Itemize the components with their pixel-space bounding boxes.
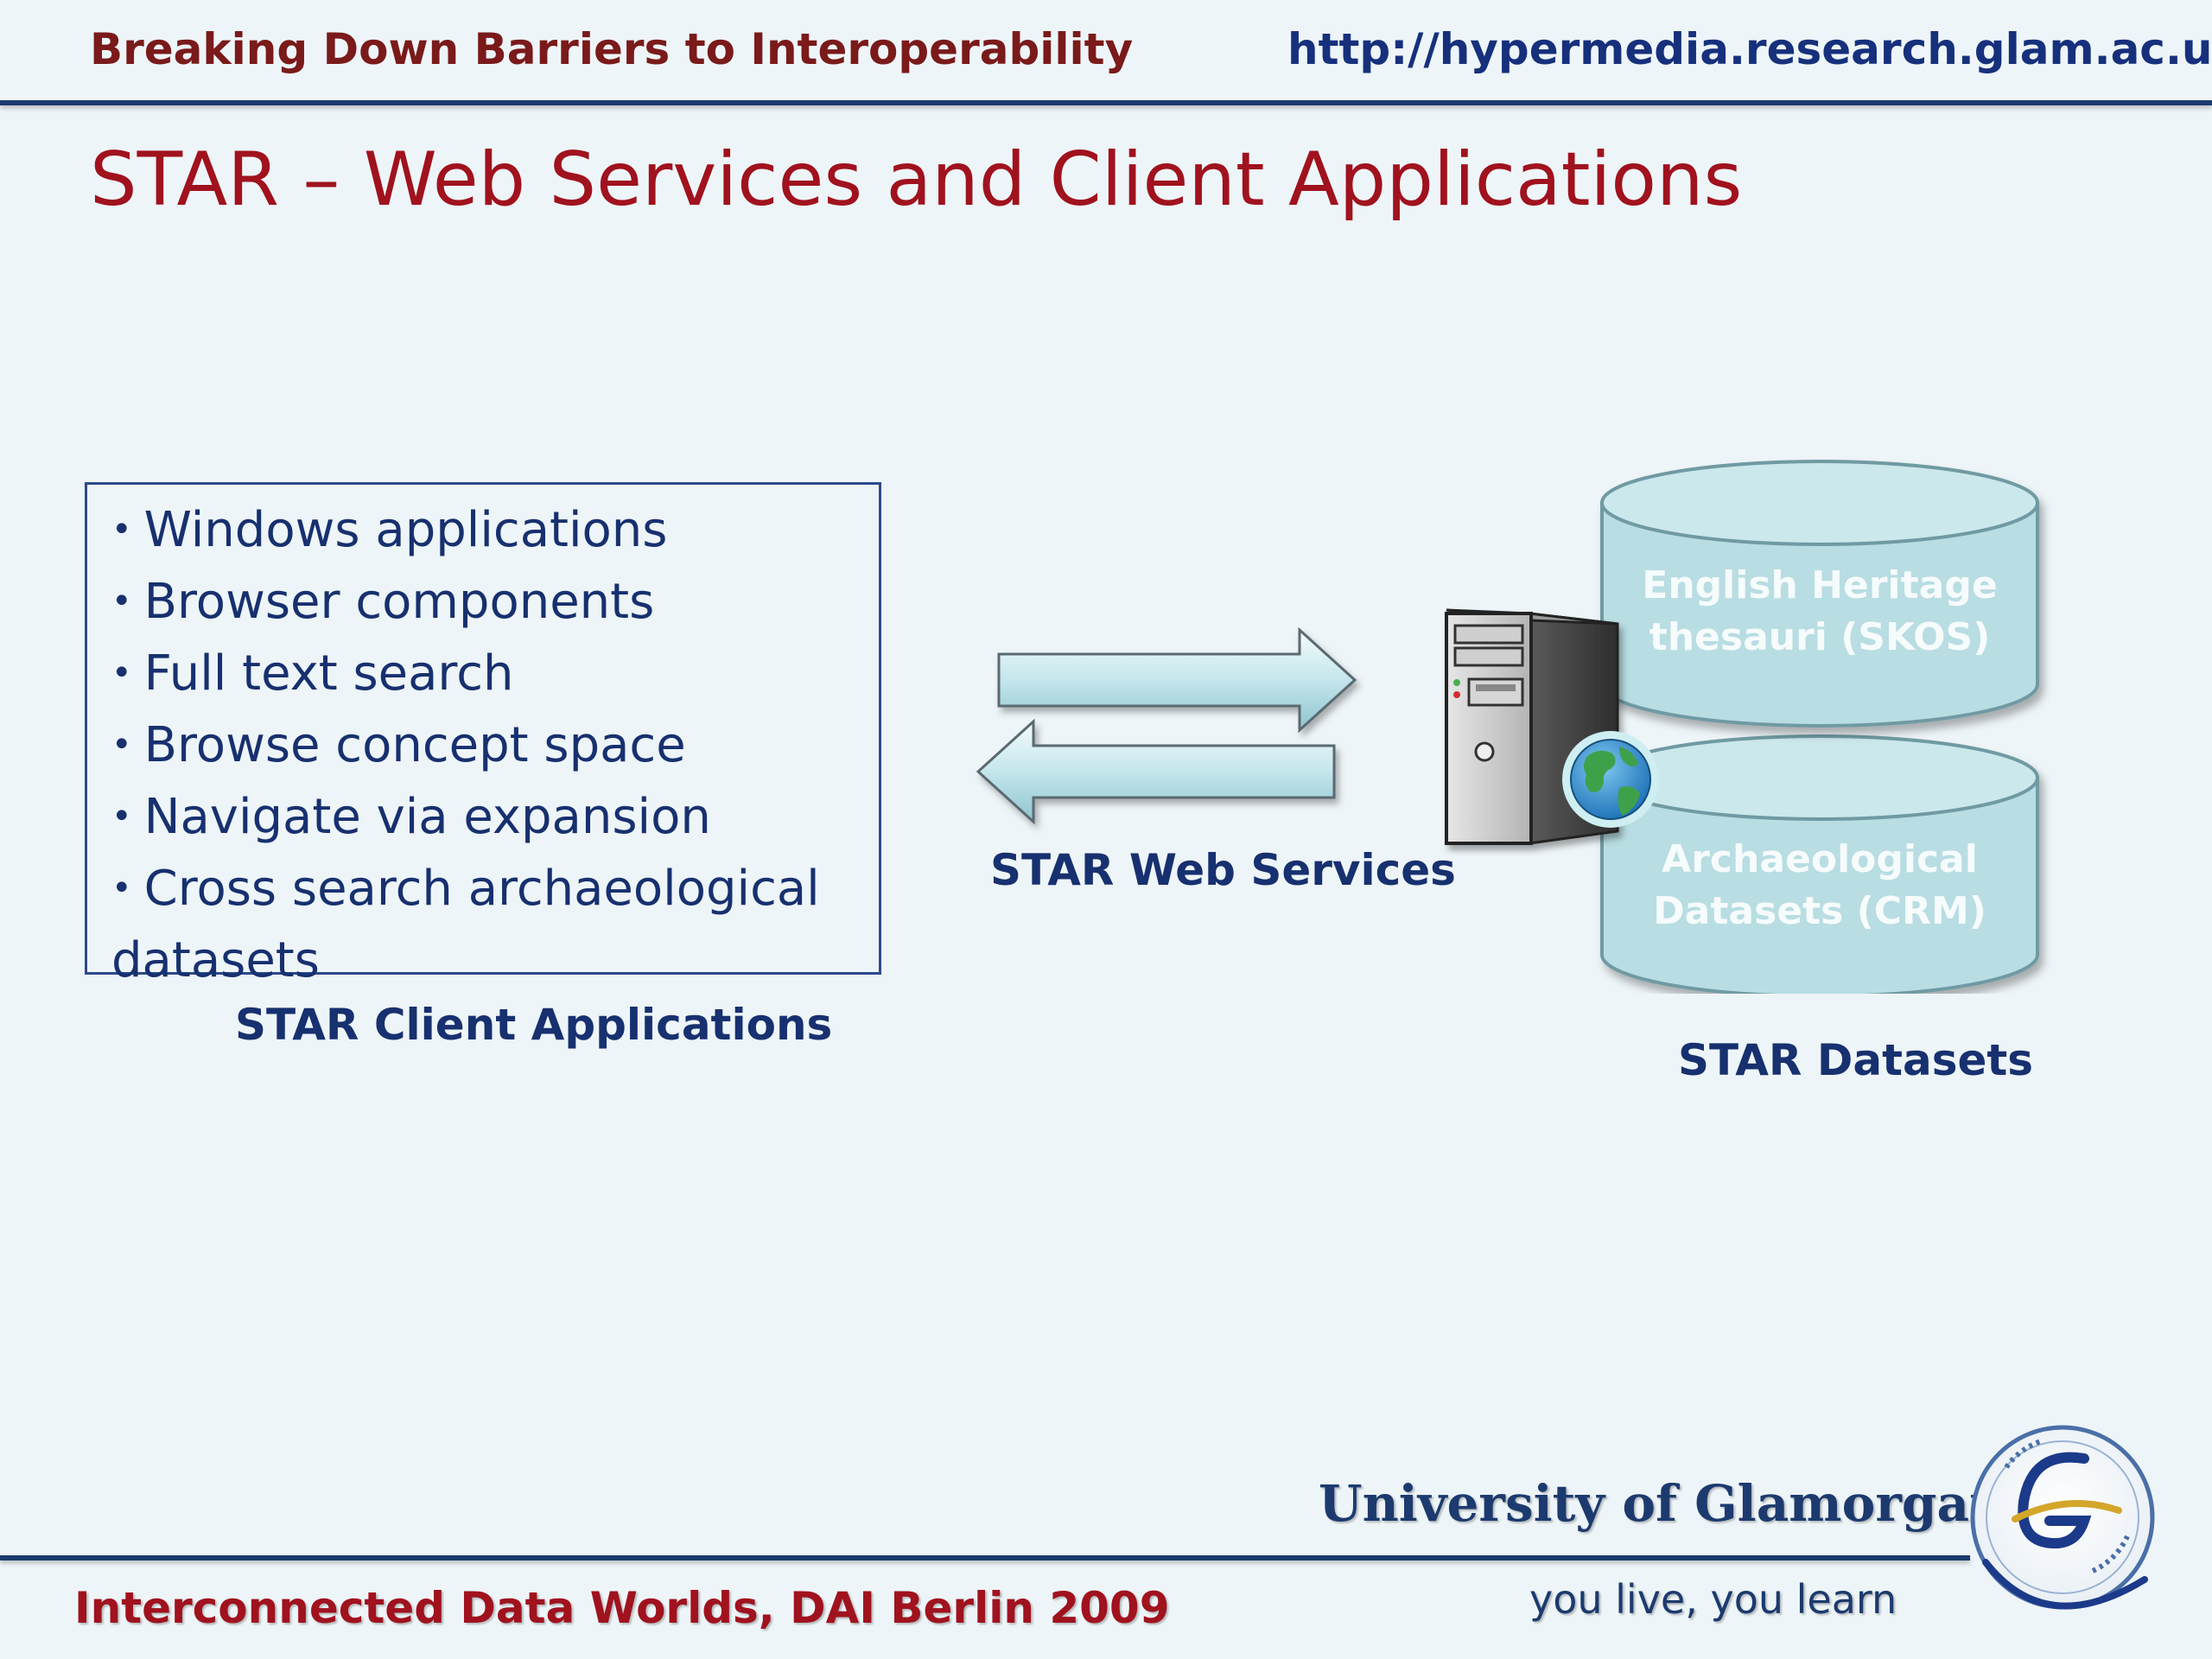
- web-services-label: STAR Web Services: [990, 845, 1456, 895]
- bullet-icon: •: [111, 582, 132, 621]
- bullet-icon: •: [111, 653, 132, 693]
- client-applications-box: •Windows applications •Browser component…: [85, 482, 881, 988]
- header-title: Breaking Down Barriers to Interoperabili…: [90, 24, 1134, 74]
- bullet-icon: •: [111, 725, 132, 765]
- datasets-cylinders: Archaeological Datasets (CRM) English He…: [1600, 460, 2039, 994]
- cylinder-label-line2: Datasets (CRM): [1653, 889, 1986, 933]
- bullet-icon: •: [111, 510, 132, 550]
- client-applications-label: STAR Client Applications: [235, 1000, 833, 1050]
- cylinder-label-line2: thesauri (SKOS): [1649, 615, 1991, 659]
- list-item: •Cross search archaeological datasets: [111, 861, 820, 988]
- bullet-icon: •: [111, 797, 132, 836]
- university-seal-logo: [1970, 1425, 2155, 1610]
- list-item: •Browse concept space: [111, 717, 686, 773]
- top-rule: [0, 100, 2212, 105]
- header-url: http://hypermedia.research.glam.ac.uk: [1287, 24, 2212, 74]
- datasets-label: STAR Datasets: [1678, 1035, 2034, 1085]
- list-item: •Browser components: [111, 574, 655, 630]
- cylinder-label-line1: English Heritage: [1642, 563, 1997, 607]
- list-item: •Navigate via expansion: [111, 789, 711, 845]
- university-tagline: you live, you learn: [1529, 1576, 1897, 1623]
- bottom-rule: [0, 1555, 1970, 1560]
- right-arrow-icon: [997, 626, 1357, 734]
- archaeological-datasets-cylinder: [1600, 734, 2039, 994]
- globe-icon: [1562, 731, 1659, 828]
- client-feature-list: •Windows applications •Browser component…: [87, 485, 879, 994]
- cylinder-label-line1: Archaeological: [1662, 837, 1978, 881]
- event-footer: Interconnected Data Worlds, DAI Berlin 2…: [74, 1583, 1170, 1633]
- left-arrow-icon: [976, 718, 1336, 825]
- double-arrow-icon: [976, 626, 1357, 825]
- list-item: •Windows applications: [111, 502, 668, 558]
- bullet-icon: •: [111, 868, 132, 908]
- server-icon: [1445, 608, 1659, 845]
- university-name: University of Glamorgan: [1319, 1474, 2006, 1533]
- english-heritage-cylinder: [1600, 460, 2039, 728]
- list-item: •Full text search: [111, 645, 514, 702]
- slide-title: STAR – Web Services and Client Applicati…: [90, 137, 1743, 223]
